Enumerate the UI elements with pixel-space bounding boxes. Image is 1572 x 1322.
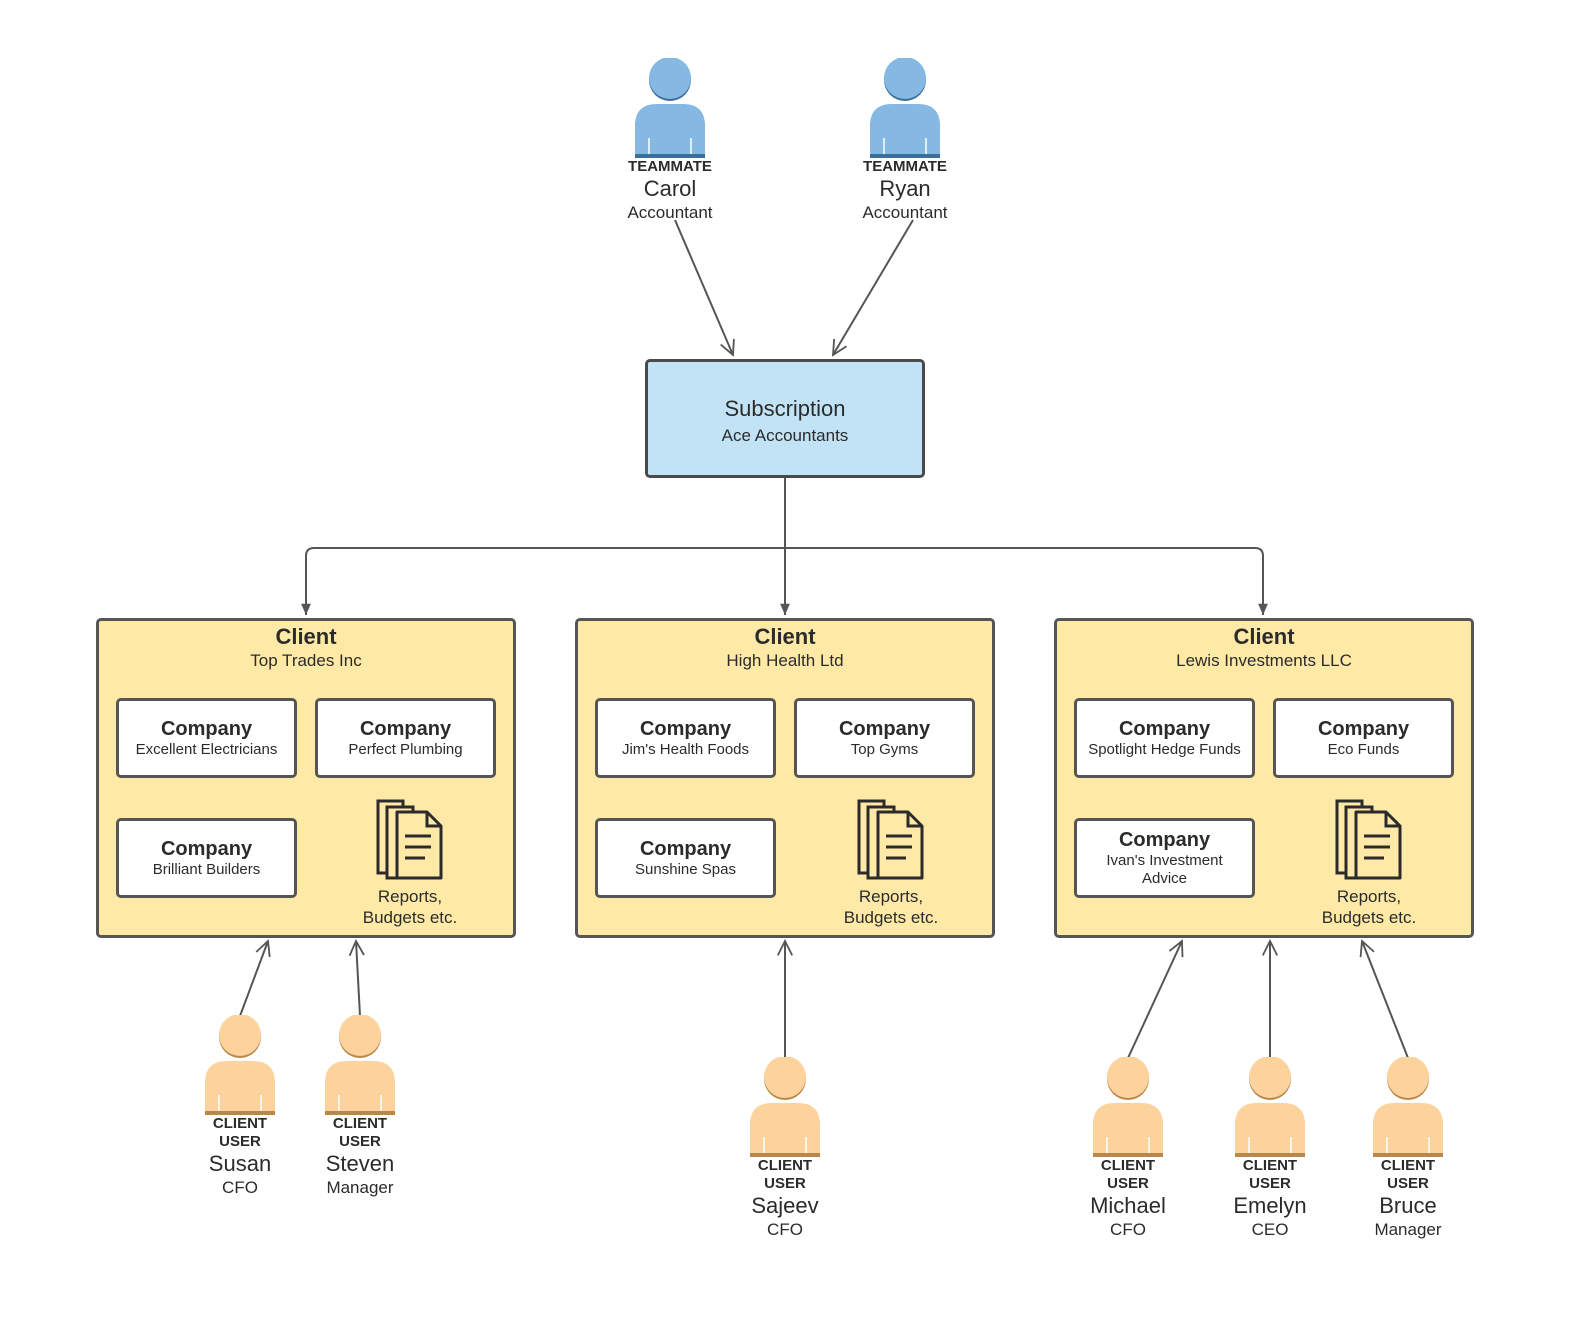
client-heading: Client (754, 624, 816, 649)
client-user-steven: CLIENT USER Steven Manager (290, 1015, 430, 1199)
person-title: CEO (1251, 1220, 1289, 1239)
client-box-lewis-investments: Client Lewis Investments LLC Company Spo… (1054, 618, 1474, 938)
company-name: Jim's Health Foods (621, 740, 750, 758)
client-user-icon (1093, 1057, 1163, 1157)
company-name: Top Gyms (850, 740, 919, 758)
person-name: Michael (1090, 1193, 1166, 1218)
teammate-ryan: TEAMMATE Ryan Accountant (835, 58, 975, 224)
company-heading: Company (160, 837, 253, 860)
client-user-icon (1235, 1057, 1305, 1157)
company-name: Spotlight Hedge Funds (1088, 740, 1241, 758)
client-user-emelyn: CLIENT USER Emelyn CEO (1200, 1057, 1340, 1241)
documents-icon (857, 799, 924, 880)
client-name: Lewis Investments LLC (1176, 651, 1352, 670)
person-name: Carol (643, 176, 697, 201)
company-name: Perfect Plumbing (348, 740, 463, 758)
reports-group: Reports, Budgets etc. (821, 798, 961, 928)
connector-susan (239, 941, 268, 1017)
person-role: CLIENT USER (332, 1115, 388, 1150)
connector-carol (674, 219, 733, 355)
person-name: Steven (325, 1151, 395, 1176)
reports-group: Reports, Budgets etc. (1299, 798, 1439, 928)
client-heading: Client (275, 624, 337, 649)
person-name: Sajeev (751, 1193, 819, 1218)
subscription-box: Subscription Ace Accountants (645, 359, 925, 478)
client-name: High Health Ltd (726, 651, 844, 670)
subscription-title: Subscription (724, 396, 846, 421)
person-name: Bruce (1379, 1193, 1437, 1218)
client-name: Top Trades Inc (250, 651, 362, 670)
company-name: Sunshine Spas (635, 860, 736, 878)
person-role: CLIENT USER (1380, 1157, 1436, 1192)
company-box: Company Spotlight Hedge Funds (1074, 698, 1255, 778)
person-name: Emelyn (1233, 1193, 1307, 1218)
person-title: CFO (1110, 1220, 1146, 1239)
company-box: Company Brilliant Builders (116, 818, 297, 898)
person-title: CFO (222, 1178, 258, 1197)
client-box-top-trades: Client Top Trades Inc Company Excellent … (96, 618, 516, 938)
company-heading: Company (359, 717, 452, 740)
company-heading: Company (639, 717, 732, 740)
company-name: Brilliant Builders (152, 860, 261, 878)
connector-client-1 (301, 547, 785, 615)
company-box: Company Jim's Health Foods (595, 698, 776, 778)
person-title: Accountant (862, 203, 948, 222)
person-role: TEAMMATE (628, 158, 712, 175)
client-user-icon (205, 1015, 275, 1115)
reports-label: Reports, Budgets etc. (1321, 887, 1417, 927)
client-box-high-health: Client High Health Ltd Company Jim's Hea… (575, 618, 995, 938)
connector-steven (356, 941, 360, 1017)
person-role: CLIENT USER (1100, 1157, 1156, 1192)
person-name: Ryan (879, 176, 931, 201)
person-title: Manager (1374, 1220, 1442, 1239)
company-box: Company Sunshine Spas (595, 818, 776, 898)
company-box: Company Perfect Plumbing (315, 698, 496, 778)
client-user-icon (1373, 1057, 1443, 1157)
company-heading: Company (1118, 717, 1211, 740)
connector-ryan (833, 219, 914, 355)
client-user-bruce: CLIENT USER Bruce Manager (1338, 1057, 1478, 1241)
company-box: Company Excellent Electricians (116, 698, 297, 778)
person-title: Accountant (627, 203, 713, 222)
company-box: Company Top Gyms (794, 698, 975, 778)
person-role: CLIENT USER (1242, 1157, 1298, 1192)
person-title: CFO (767, 1220, 803, 1239)
company-heading: Company (1317, 717, 1410, 740)
client-user-susan: CLIENT USER Susan CFO (170, 1015, 310, 1199)
person-role: TEAMMATE (863, 158, 947, 175)
company-name: Ivan's Investment Advice (1106, 851, 1223, 887)
company-heading: Company (160, 717, 253, 740)
company-heading: Company (838, 717, 931, 740)
reports-group: Reports, Budgets etc. (340, 798, 480, 928)
reports-label: Reports, Budgets etc. (843, 887, 939, 927)
company-name: Eco Funds (1327, 740, 1400, 758)
person-role: CLIENT USER (212, 1115, 268, 1150)
teammate-icon (870, 58, 940, 158)
connector-michael (1127, 941, 1182, 1059)
reports-label: Reports, Budgets etc. (362, 887, 458, 927)
client-user-sajeev: CLIENT USER Sajeev CFO (715, 1057, 855, 1241)
connector-bruce (1362, 941, 1409, 1059)
client-user-michael: CLIENT USER Michael CFO (1058, 1057, 1198, 1241)
company-box: Company Ivan's Investment Advice (1074, 818, 1255, 898)
company-heading: Company (1118, 828, 1211, 851)
company-heading: Company (639, 837, 732, 860)
teammate-icon (635, 58, 705, 158)
client-user-icon (750, 1057, 820, 1157)
person-name: Susan (208, 1151, 272, 1176)
company-name: Excellent Electricians (135, 740, 278, 758)
company-box: Company Eco Funds (1273, 698, 1454, 778)
person-title: Manager (326, 1178, 394, 1197)
documents-icon (1335, 799, 1402, 880)
teammate-carol: TEAMMATE Carol Accountant (600, 58, 740, 224)
person-role: CLIENT USER (757, 1157, 813, 1192)
client-heading: Client (1233, 624, 1295, 649)
client-user-icon (325, 1015, 395, 1115)
connector-client-3 (785, 547, 1268, 615)
documents-icon (376, 799, 443, 880)
subscription-name: Ace Accountants (721, 426, 849, 445)
